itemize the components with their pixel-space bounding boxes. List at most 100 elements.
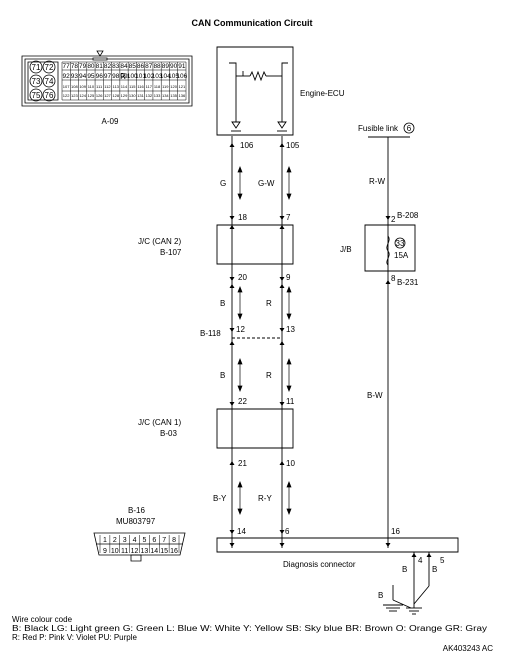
fusible-link-number-circle [404,123,414,133]
a09-pin-93: 93 [71,73,79,80]
a09-pin-95: 95 [87,73,95,80]
a09-pin-106: 106 [176,73,187,80]
a09-pin-122: 122 [63,93,70,98]
ground-arrowheads [411,553,432,557]
b16-pin-4: 4 [133,537,137,544]
a09-pin-88: 88 [153,63,161,70]
jc-can1-pin-21: 21 [238,459,247,468]
a09-pin-99: 99 [120,73,128,80]
power-wire-arrowheads [385,216,391,547]
diag-pin-6: 6 [285,527,290,536]
a09-pin-107: 107 [63,84,70,89]
a09-pin-78: 78 [71,63,79,70]
legend-line-2: R: Red P: Pink V: Violet PU: Purple [12,633,137,642]
a09-pin-136: 136 [179,93,186,98]
b16-pin-12: 12 [131,548,139,555]
a09-pin-117: 117 [146,84,153,89]
jb-conn-in: B-208 [397,211,419,220]
jc-can1-label: J/C (CAN 1) [138,418,181,427]
a09-pin-115: 115 [129,84,136,89]
diag-pin-16: 16 [391,527,400,536]
a09-pin-132: 132 [145,93,152,98]
a09-pin-112: 112 [104,84,111,89]
wire-color-r-upper: R [266,299,272,308]
a09-pin-105: 105 [168,73,179,80]
fuse-rating: 15A [394,251,409,260]
jc-can2-connector: B-107 [160,248,182,257]
jc-can1-pin-11: 11 [286,397,295,406]
a09-pin-97: 97 [104,73,112,80]
a09-pin-116: 116 [137,84,144,89]
legend-heading: Wire colour code [12,615,73,624]
wire-color-by: B-Y [213,494,227,503]
a09-pin-133: 133 [154,93,161,98]
a09-pin-80: 80 [87,63,95,70]
a09-pin-74: 74 [45,77,54,86]
b16-pin-14: 14 [150,548,158,555]
fusible-link-label: Fusible link [358,124,399,133]
a09-pin-77: 77 [63,63,71,70]
a09-pin-76: 76 [45,91,54,100]
ecu-pin-106: 106 [240,141,254,150]
b16-pin-1: 1 [103,537,107,544]
b16-pin-13: 13 [141,548,149,555]
a09-pin-103: 103 [152,73,163,80]
a09-pin-111: 111 [96,84,103,89]
a09-pin-123: 123 [71,93,78,98]
b16-pin-11: 11 [121,548,128,555]
a09-pin-86: 86 [137,63,145,70]
a09-pin-125: 125 [88,93,95,98]
signal-direction-arrows [237,166,292,515]
a09-pin-73: 73 [32,77,41,86]
jc-can1-connector: B-03 [160,429,177,438]
b16-pin-16: 16 [170,548,178,555]
a09-pin-130: 130 [129,93,136,98]
a09-big-pins: 71 72 73 74 75 76 [30,61,55,101]
ground-wire-color-3: B [378,591,383,600]
a09-pin-90: 90 [170,63,178,70]
b16-pin-6: 6 [152,537,156,544]
a09-pin-72: 72 [45,63,54,72]
b16-pin-15: 15 [160,548,168,555]
diag-pin-14: 14 [237,527,246,536]
jc-can2-box [217,225,293,264]
a09-pin-124: 124 [79,93,86,98]
fusible-link-number: 6 [407,124,412,133]
a09-pin-96: 96 [96,73,104,80]
wire-color-rw: R-W [369,177,385,186]
legend-line-1: B: Black LG: Light green G: Green L: Blu… [12,624,487,633]
b16-pin-2: 2 [113,537,117,544]
wire-color-ry: R-Y [258,494,272,503]
diagnosis-connector-label: Diagnosis connector [283,560,356,569]
wire-color-b-upper: B [220,299,225,308]
a09-key: R [120,72,126,81]
a09-pin-85: 85 [129,63,137,70]
a09-pin-75: 75 [32,91,41,100]
wire-color-r-lower: R [266,371,272,380]
jc-can2-pin-18: 18 [238,213,247,222]
a09-pin-119: 119 [162,84,169,89]
a09-pin-128: 128 [112,93,119,98]
a09-pin-94: 94 [79,73,87,80]
jc-can2-pin-9: 9 [286,273,291,282]
ground-wire-color-2: B [432,565,437,574]
diagram-title: CAN Communication Circuit [191,18,312,28]
a09-pin-82: 82 [104,63,112,70]
b16-pin-10: 10 [111,548,119,555]
a09-pin-131: 131 [137,93,144,98]
b16-pin-7: 7 [162,537,166,544]
a09-pin-120: 120 [170,84,177,89]
a09-pin-71: 71 [32,63,41,72]
b16-pin-5: 5 [142,537,146,544]
a09-pin-87: 87 [145,63,153,70]
engine-ecu-label: Engine-ECU [300,89,345,98]
jb-conn-out: B-231 [397,278,419,287]
a09-label: A-09 [102,117,119,126]
a09-pin-100: 100 [127,73,138,80]
wire-color-b-lower: B [220,371,225,380]
a09-pin-102: 102 [143,73,154,80]
jc-can2-pin-7: 7 [286,213,291,222]
a09-pin-89: 89 [162,63,170,70]
a09-pin-127: 127 [104,93,111,98]
jc-can2-pin-20: 20 [238,273,247,282]
